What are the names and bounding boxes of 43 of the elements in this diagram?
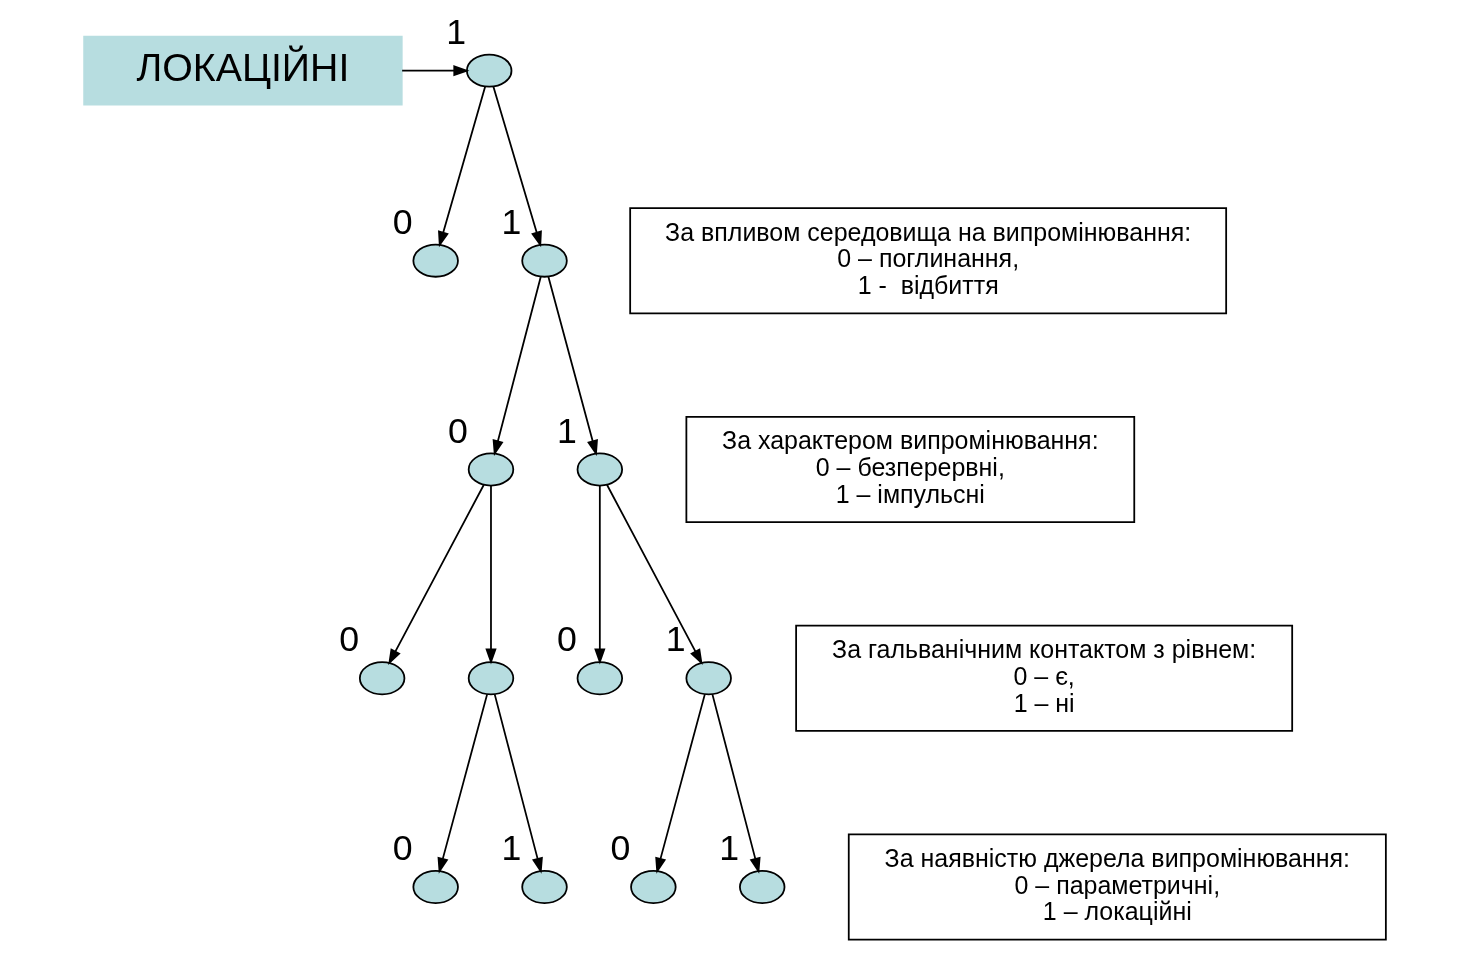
node-label: 1 (719, 828, 740, 869)
node-label: 0 (556, 619, 577, 660)
arrow (492, 275, 542, 457)
node-box: За наявністю джерела випромінювання: 0 – параметричні, 1 – локаційні (847, 833, 1387, 941)
arrow (401, 65, 470, 77)
node-ellipse (685, 661, 732, 696)
node-ellipse (467, 661, 515, 696)
node-ellipse (576, 661, 624, 696)
node-box: За впливом середовища на випромінювання: 0 – поглинання, 1 - відбиття (629, 207, 1228, 315)
arrow (438, 85, 487, 248)
node-label: 1 (556, 410, 577, 451)
node-ellipse (521, 243, 568, 278)
node-label: 1 (501, 201, 522, 242)
node-label: 1 (501, 828, 522, 869)
node-ellipse (466, 53, 513, 88)
arrow (711, 693, 761, 874)
arrow (388, 483, 485, 666)
arrow (655, 693, 706, 874)
node-ellipse (467, 452, 515, 487)
node-ellipse (412, 243, 459, 278)
arrow (493, 693, 543, 874)
node-label: 0 (392, 828, 413, 869)
arrow (437, 693, 489, 874)
node-label: 1 (446, 11, 467, 52)
node-label: 0 (448, 410, 468, 451)
arrow (547, 275, 598, 457)
node-label: 0 (610, 828, 631, 869)
node-ellipse (412, 870, 459, 904)
node-ellipse (739, 870, 786, 904)
arrow (606, 483, 703, 666)
node-box: ЛОКАЦІЙНІ (83, 35, 403, 106)
arrow (594, 485, 606, 665)
node-ellipse (630, 870, 677, 904)
node-box: За характером випромінювання: 0 – безперервні, 1 – імпульсні (685, 415, 1136, 523)
arrow (485, 485, 497, 665)
node-ellipse (358, 661, 406, 696)
node-label: 0 (339, 619, 360, 660)
arrow (492, 85, 542, 248)
node-ellipse (521, 870, 568, 904)
node-ellipse (576, 452, 624, 487)
node-label: 1 (665, 619, 686, 660)
node-label: 0 (392, 201, 413, 242)
node-box: За гальванічним контактом з рівнем: 0 – є, 1 – ні (795, 624, 1294, 732)
